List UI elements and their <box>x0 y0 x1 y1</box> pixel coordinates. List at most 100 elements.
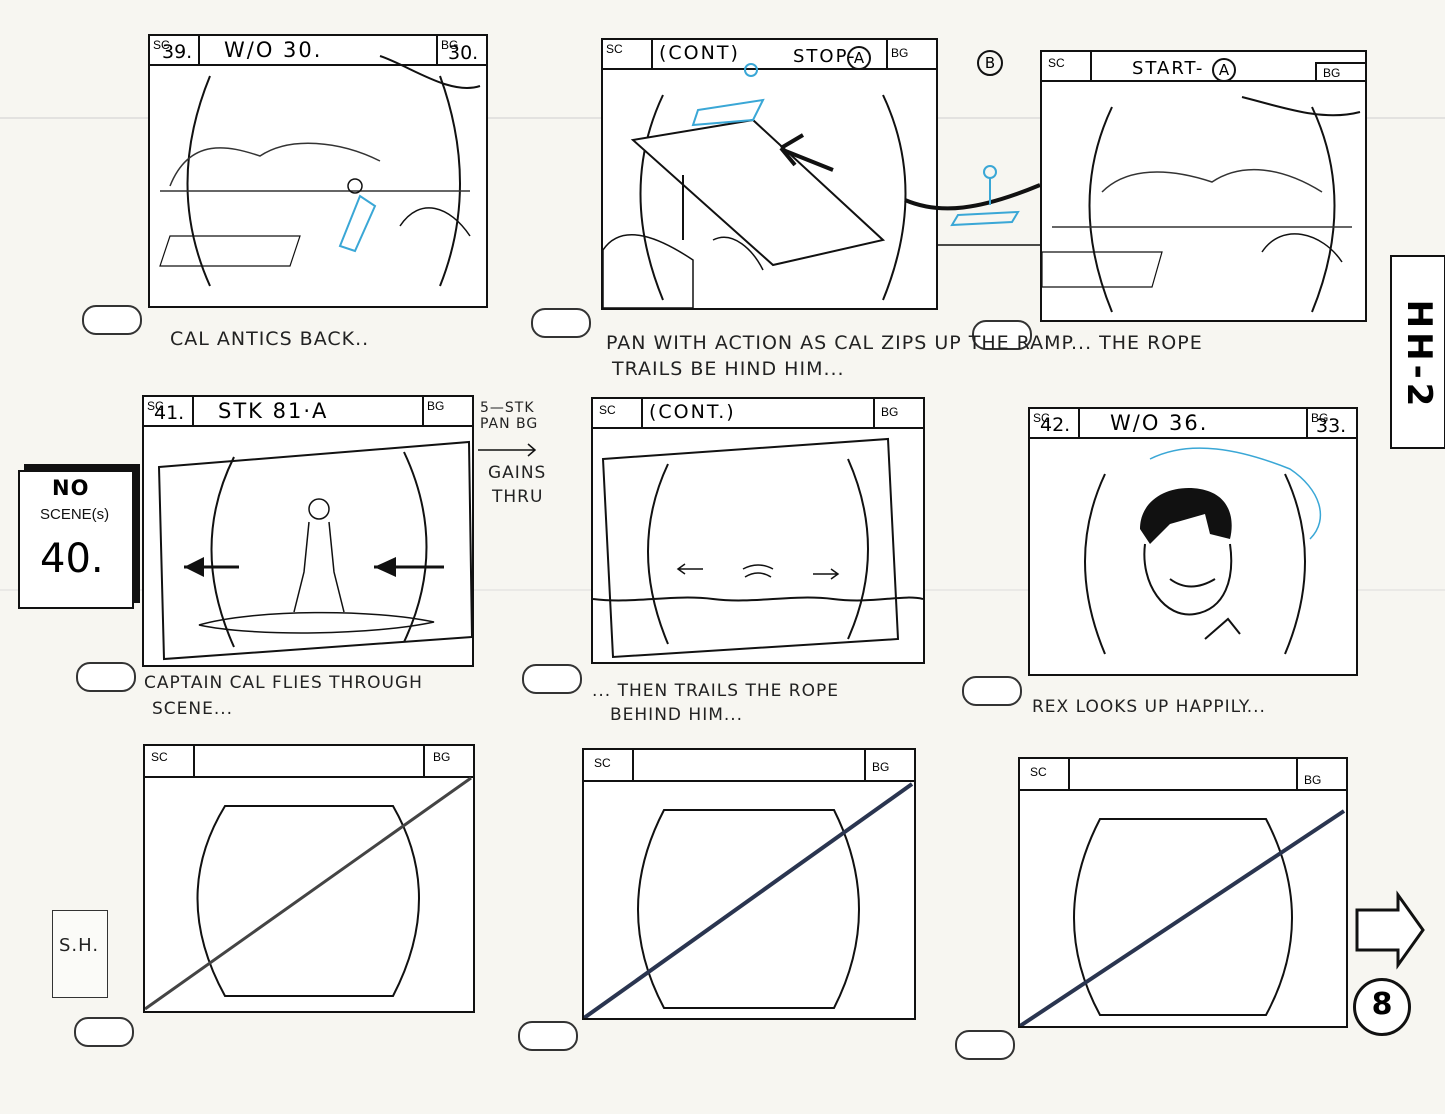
bg-box: BG <box>873 399 923 427</box>
panel-title: STK 81·A <box>218 399 329 423</box>
panel-drawing <box>1042 96 1361 313</box>
crossed-frame <box>145 776 472 1011</box>
bg-number: 30. <box>448 42 479 64</box>
bg-label: BG <box>441 38 459 52</box>
start-label: START- <box>1132 58 1205 79</box>
bg-box: BG <box>864 750 914 780</box>
panel-drawing <box>157 440 472 661</box>
bg-box: BG <box>1296 759 1346 789</box>
caption-cont-line2: BEHIND HIM... <box>610 705 744 725</box>
sc-box: SC <box>603 40 653 68</box>
sc-box: SC <box>1020 759 1070 789</box>
bg-label: BG <box>872 760 890 774</box>
panel-drawing <box>593 437 923 659</box>
side-note-line2: PAN BG <box>480 416 539 432</box>
panel-title: W/O 36. <box>1110 411 1209 435</box>
bg-box: BG <box>886 40 936 68</box>
caption-39: CAL ANTICS BACK.. <box>170 328 370 350</box>
panel-cont-stop: SC (CONT) STOP- A BG <box>601 38 938 310</box>
caption-42: REX LOOKS UP HAPPILY... <box>1032 697 1266 717</box>
sc-label: SC <box>151 750 168 764</box>
panel-header: SC BG <box>145 746 473 778</box>
no-scene-line2: SCENE(s) <box>40 506 110 523</box>
sc-label: SC <box>599 403 616 417</box>
stop-mark: A <box>847 46 871 70</box>
initials: S.H. <box>59 935 100 956</box>
panel-blank-3: SC BG <box>1018 757 1348 1028</box>
hole-punch <box>76 662 136 692</box>
panel-start: SC START- A BG <box>1040 50 1367 322</box>
panel-header: SC 41. STK 81·A BG <box>144 397 472 427</box>
panel-cont-rope: SC (CONT.) BG <box>591 397 925 664</box>
caption-pan-line1: PAN WITH ACTION AS CAL ZIPS UP THE RAMP.… <box>606 332 1203 354</box>
panel-42: SC 42. W/O 36. BG 33. <box>1028 407 1358 676</box>
hole-punch <box>955 1030 1015 1060</box>
panel-blank-1: SC BG <box>143 744 475 1013</box>
side-note-line3: GAINS <box>488 463 547 483</box>
sc-label: SC <box>606 42 623 56</box>
scene-number: 41. <box>154 402 185 424</box>
panel-drawing <box>1084 447 1321 655</box>
hole-punch <box>518 1021 578 1051</box>
sc-label: SC <box>147 399 164 413</box>
scene-number: 42. <box>1040 414 1071 436</box>
panel-41: SC 41. STK 81·A BG <box>142 395 474 667</box>
hole-punch <box>531 308 591 338</box>
sc-label: SC <box>594 756 611 770</box>
caption-cont-line1: ... THEN TRAILS THE ROPE <box>592 681 839 701</box>
caption-41-line2: SCENE... <box>152 699 234 719</box>
bg-box: BG 33. <box>1306 409 1356 437</box>
side-note-line1: 5—STK <box>480 400 535 416</box>
crossed-frame <box>1020 809 1346 1026</box>
hole-punch <box>972 320 1032 350</box>
sc-label: SC <box>1048 56 1065 70</box>
panel-header: SC BG <box>584 750 914 782</box>
sc-box: SC <box>145 746 195 776</box>
initials-box: S.H. <box>52 910 108 998</box>
panel-header: SC (CONT) STOP- A BG <box>603 40 936 70</box>
panel-header: SC 42. W/O 36. BG 33. <box>1030 409 1356 439</box>
sc-label: SC <box>1033 411 1050 425</box>
start-mark: A <box>1212 58 1236 82</box>
panel-title: W/O 30. <box>224 38 323 62</box>
bg-box: BG 30. <box>436 36 486 64</box>
no-scene-note: NO SCENE(s) 40. <box>18 470 134 609</box>
scene-number: 39. <box>162 41 193 63</box>
panel-header: SC START- A BG <box>1042 52 1365 82</box>
sc-box: SC <box>584 750 634 780</box>
hole-punch <box>74 1017 134 1047</box>
panel-header: SC 39. W/O 30. BG 30. <box>150 36 486 66</box>
sc-box: SC 41. <box>144 397 194 425</box>
sc-label: SC <box>1030 765 1047 779</box>
bg-box: BG <box>423 746 473 776</box>
caption-41-line1: CAPTAIN CAL FLIES THROUGH <box>144 673 423 693</box>
marker-b: B <box>977 50 1003 76</box>
bg-number: 33. <box>1316 415 1347 437</box>
bg-box: BG <box>422 397 472 425</box>
panel-header: SC (CONT.) BG <box>593 399 923 429</box>
panel-39: SC 39. W/O 30. BG 30. <box>148 34 488 308</box>
sc-box: SC <box>593 399 643 427</box>
bg-label: BG <box>1304 773 1322 787</box>
panel-drawing <box>159 55 481 287</box>
bg-label: BG <box>891 46 909 60</box>
page-number: 8 <box>1371 987 1393 1022</box>
stop-label: STOP- <box>793 46 857 67</box>
page-number-badge: 8 <box>1353 978 1411 1036</box>
sc-box: SC 39. <box>150 36 200 64</box>
bg-box: BG <box>1315 62 1365 82</box>
crossed-frame <box>584 782 914 1018</box>
sc-box: SC 42. <box>1030 409 1080 437</box>
side-note-line4: THRU <box>492 487 544 507</box>
hole-punch <box>962 676 1022 706</box>
caption-pan-line2: TRAILS BE HIND HIM... <box>612 358 845 380</box>
bg-label: BG <box>427 399 445 413</box>
panel-drawing <box>603 63 907 308</box>
bg-label: BG <box>1323 66 1341 80</box>
sc-label: SC <box>153 38 170 52</box>
hole-punch <box>522 664 582 694</box>
no-scene-line1: NO <box>52 476 90 500</box>
